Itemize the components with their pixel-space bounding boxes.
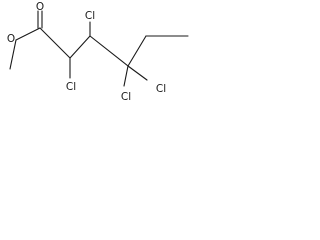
atom-label-chlorine-c3: Cl: [85, 10, 95, 22]
atom-label-chlorine-c4-left: Cl: [121, 91, 131, 103]
atom-label-chlorine-c2: Cl: [66, 81, 76, 93]
bond-c4-c5: [127, 35, 147, 67]
bond-methyl-o: [9, 39, 17, 70]
bond-c4-cl-left: [123, 65, 129, 87]
atom-labels: O O Cl Cl Cl Cl: [7, 1, 166, 103]
bond-c4-cl-right: [127, 65, 148, 81]
bond-c2-c3: [69, 35, 91, 59]
bond-c1-c2: [39, 27, 71, 59]
bond-o-c1: [15, 27, 41, 41]
atom-label-ester-oxygen: O: [7, 33, 15, 45]
atom-label-carbonyl-oxygen: O: [36, 1, 44, 13]
atom-label-chlorine-c4-right: Cl: [156, 83, 166, 95]
bonds: [9, 10, 189, 87]
bond-c3-c4: [89, 35, 129, 67]
skeletal-structure: O O Cl Cl Cl Cl: [7, 1, 189, 103]
